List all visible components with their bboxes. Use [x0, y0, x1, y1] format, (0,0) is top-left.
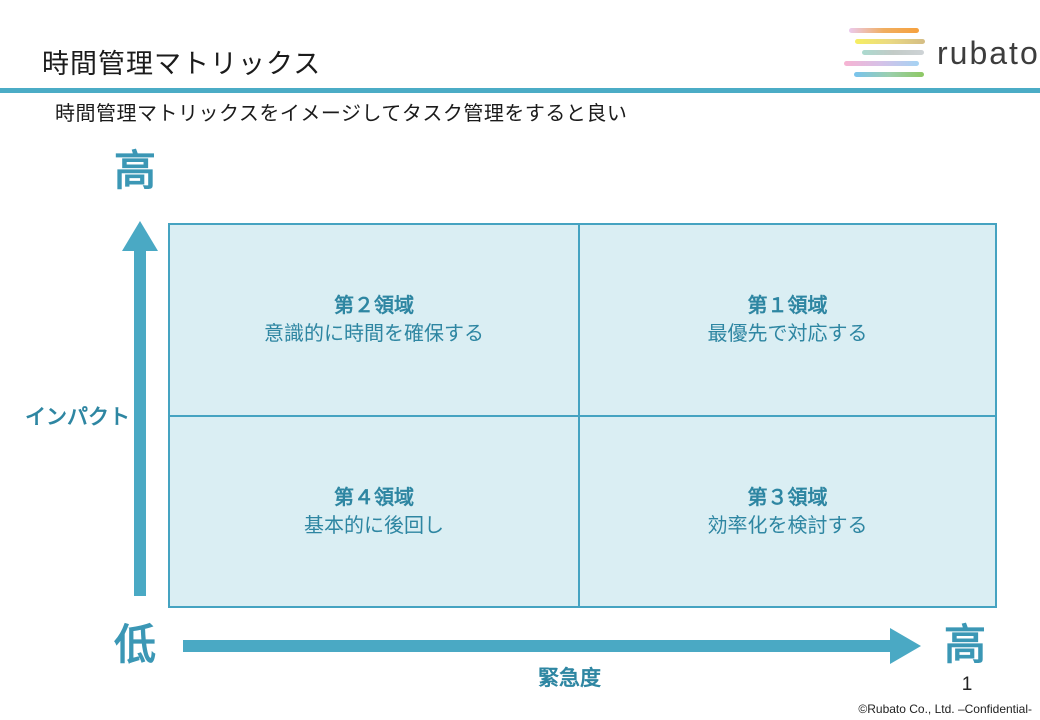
quadrant-description: 効率化を検討する	[707, 514, 868, 537]
logo-stripe	[849, 28, 919, 33]
x-axis-low-label: 低	[114, 621, 157, 668]
quadrant-2: 第２領域 意識的に時間を確保する	[170, 225, 580, 417]
quadrant-description: 最優先で対応する	[707, 323, 868, 345]
page-title: 時間管理マトリックス	[42, 49, 322, 79]
rubato-logo-stripes-icon	[843, 26, 929, 80]
logo-stripe	[854, 72, 924, 77]
title-divider	[0, 88, 1040, 93]
logo-stripe	[844, 61, 919, 66]
quadrant-description: 基本的に後回し	[304, 514, 444, 537]
quadrant-3: 第３領域 効率化を検討する	[580, 417, 995, 606]
x-axis-high-label: 高	[944, 621, 987, 668]
slide-subtitle: 時間管理マトリックスをイメージしてタスク管理をすると良い	[55, 103, 628, 125]
y-axis-title: インパクト	[25, 406, 130, 429]
logo-stripe	[855, 39, 925, 44]
rubato-logo-text: rubato	[937, 35, 1040, 71]
x-axis-arrow	[183, 640, 891, 652]
quadrant-title: 第３領域	[747, 486, 828, 509]
x-axis-arrowhead-icon	[890, 628, 921, 664]
quadrant-4: 第４領域 基本的に後回し	[170, 417, 580, 606]
quadrant-title: 第１領域	[747, 295, 828, 317]
quadrant-1: 第１領域 最優先で対応する	[580, 225, 995, 417]
y-axis-arrow	[134, 249, 146, 596]
y-axis-high-label: 高	[114, 147, 157, 194]
logo-stripe	[862, 50, 924, 55]
quadrant-title: 第２領域	[334, 295, 414, 317]
quadrant-description: 意識的に時間を確保する	[264, 323, 484, 345]
copyright-notice: ©Rubato Co., Ltd. –Confidential-	[858, 702, 1032, 716]
y-axis-arrowhead-icon	[122, 221, 158, 251]
x-axis-title: 緊急度	[538, 667, 601, 690]
page-number: 1	[961, 674, 973, 695]
quadrant-title: 第４領域	[334, 486, 414, 509]
matrix-grid: 第２領域 意識的に時間を確保する 第１領域 最優先で対応する 第４領域 基本的に…	[168, 223, 997, 608]
rubato-logo: rubato	[843, 26, 1040, 80]
